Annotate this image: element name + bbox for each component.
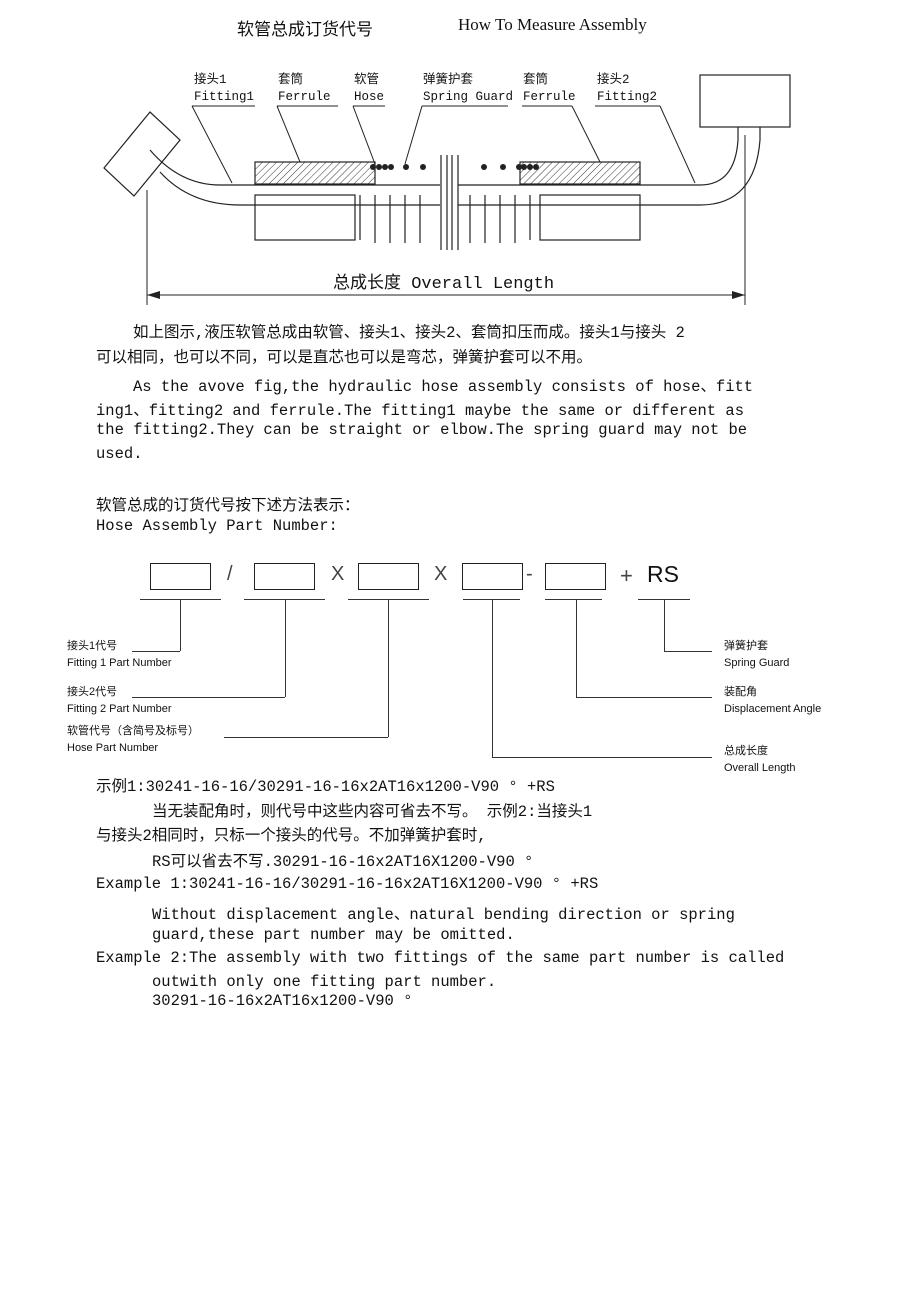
example-line: 示例1:30241-16-16/30291-16-16x2AT16x1200-V… <box>96 778 555 796</box>
separator-x1: X <box>331 563 345 585</box>
leader <box>576 697 712 698</box>
underline <box>463 599 520 600</box>
fitting1-box <box>150 563 211 590</box>
hose-assembly-diagram <box>103 74 791 305</box>
underline <box>545 599 602 600</box>
rs-suffix: RS <box>647 561 679 587</box>
separator-plus: + <box>620 563 633 588</box>
example-line: Example 1:30241-16-16/30291-16-16x2AT16X… <box>96 875 599 893</box>
length-box <box>462 563 523 590</box>
example-line: 30291-16-16x2AT16x1200-V90 ° <box>152 992 413 1010</box>
example-line: Example 2:The assembly with two fittings… <box>96 949 785 967</box>
part-number-heading-cn: 软管总成的订货代号按下述方法表示： <box>96 497 360 515</box>
example-line: Without displacement angle、natural bendi… <box>152 906 735 924</box>
leader <box>180 599 181 651</box>
separator-x2: X <box>434 563 448 585</box>
part-number-heading-en: Hose Assembly Part Number: <box>96 517 338 535</box>
intro-en-4: used. <box>96 445 143 463</box>
leader <box>224 737 388 738</box>
leader <box>576 599 577 697</box>
title-cn: 软管总成订货代号 <box>237 20 373 39</box>
intro-en-3: the fitting2.They can be straight or elb… <box>96 421 748 439</box>
leader <box>388 599 389 737</box>
leader <box>492 757 712 758</box>
angle-box <box>545 563 606 590</box>
leader <box>664 599 665 651</box>
leader <box>132 697 285 698</box>
leader <box>664 651 712 652</box>
intro-en-2: ing1、fitting2 and ferrule.The fitting1 m… <box>96 402 745 420</box>
leader <box>492 599 493 757</box>
field-hose: 软管代号（含简号及标号）Hose Part Number <box>67 725 199 754</box>
example-line: 当无装配角时，则代号中这些内容可省去不写。 示例2:当接头1 <box>152 803 593 821</box>
leader <box>285 599 286 697</box>
example-line: guard,these part number may be omitted. <box>152 926 515 944</box>
title-en: How To Measure Assembly <box>458 15 647 34</box>
intro-cn-2: 可以相同，也可以不同，可以是直芯也可以是弯芯，弹簧护套可以不用。 <box>96 349 593 367</box>
fitting2-box <box>254 563 315 590</box>
separator-slash: / <box>227 563 233 585</box>
separator-dash: - <box>526 563 533 585</box>
leader <box>132 651 180 652</box>
overall-length-label: 总成长度 Overall Length <box>333 275 555 294</box>
example-line: RS可以省去不写.30291-16-16x2AT16X1200-V90 ° <box>152 853 534 871</box>
intro-en-1: As the avove fig,the hydraulic hose asse… <box>133 378 754 396</box>
intro-cn-1: 如上图示,液压软管总成由软管、接头1、接头2、套筒扣压而成。接头1与接头 2 <box>133 324 685 342</box>
example-line: 与接头2相同时，只标一个接头的代号。不加弹簧护套时, <box>96 827 487 845</box>
example-line: outwith only one fitting part number. <box>152 973 497 991</box>
underline <box>244 599 325 600</box>
hose-box <box>358 563 419 590</box>
